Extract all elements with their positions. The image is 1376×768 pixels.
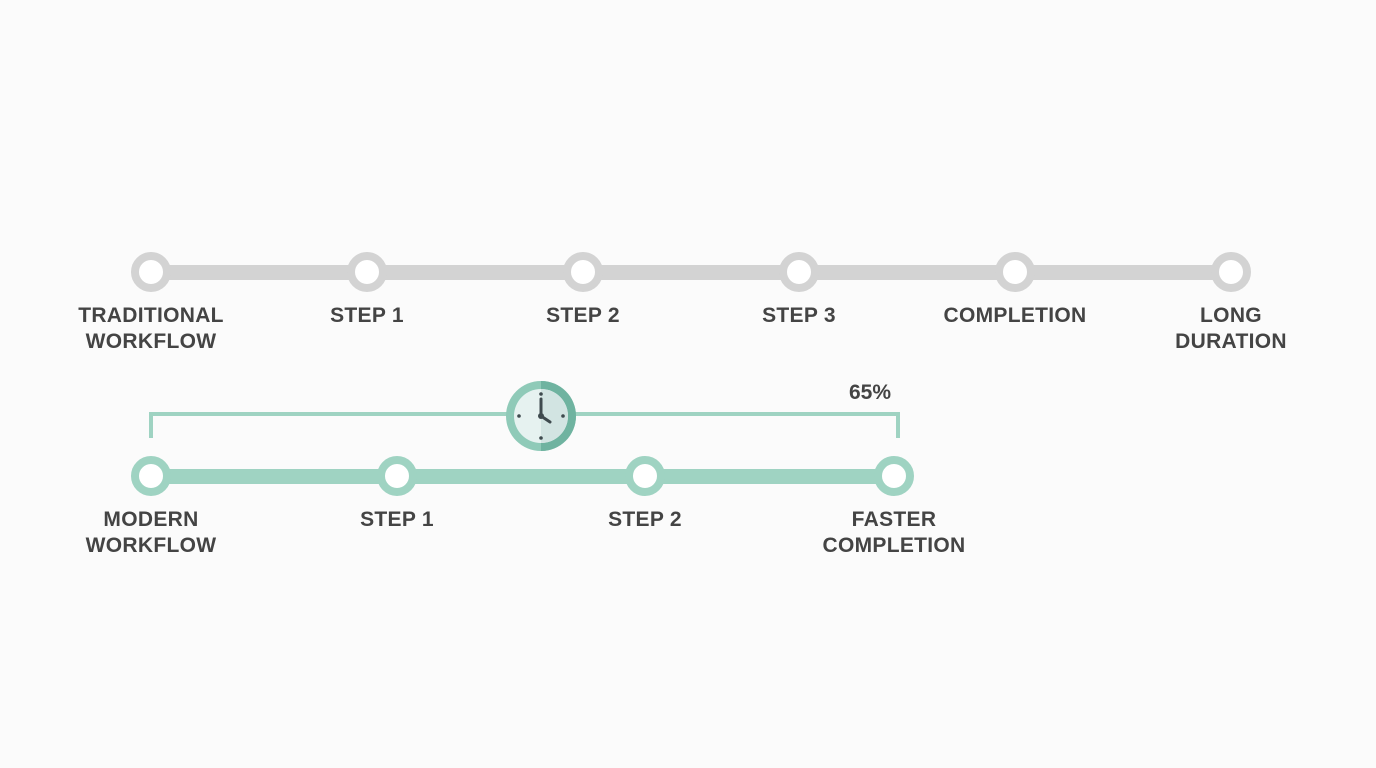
label-line: WORKFLOW <box>85 534 217 557</box>
traditional-node-step-3 <box>779 252 819 292</box>
modern-node-completion <box>874 456 914 496</box>
traditional-label-step-1: STEP 1 <box>330 303 404 329</box>
label-line: MODERN <box>103 508 199 531</box>
traditional-node-completion <box>995 252 1035 292</box>
label-line: COMPLETION <box>822 534 966 557</box>
label-line: STEP 2 <box>608 508 682 531</box>
label-line: STEP 1 <box>360 508 434 531</box>
label-line: WORKFLOW <box>85 330 217 353</box>
label-line: TRADITIONAL <box>78 304 224 327</box>
traditional-node-step-1 <box>347 252 387 292</box>
modern-label-step-2: STEP 2 <box>608 507 682 533</box>
modern-workflow-track <box>151 469 894 484</box>
label-line: DURATION <box>1175 330 1287 353</box>
traditional-workflow-track <box>151 265 1231 280</box>
label-line: FASTER <box>851 508 937 531</box>
traditional-node-start <box>131 252 171 292</box>
time-savings-percent: 65% <box>848 381 892 404</box>
traditional-label-step-2: STEP 2 <box>546 303 620 329</box>
traditional-label-start: TRADITIONAL WORKFLOW <box>78 303 224 355</box>
modern-node-step-2 <box>625 456 665 496</box>
modern-label-start: MODERN WORKFLOW <box>86 507 217 559</box>
modern-node-start <box>131 456 171 496</box>
label-line: STEP 1 <box>330 304 404 327</box>
traditional-node-end <box>1211 252 1251 292</box>
modern-label-faster-completion: FASTER COMPLETION <box>823 507 966 559</box>
traditional-label-long-duration: LONG DURATION <box>1175 303 1287 355</box>
traditional-node-step-2 <box>563 252 603 292</box>
traditional-label-step-3: STEP 3 <box>762 303 836 329</box>
traditional-label-completion: COMPLETION <box>944 303 1087 329</box>
modern-label-step-1: STEP 1 <box>360 507 434 533</box>
label-line: STEP 3 <box>762 304 836 327</box>
modern-node-step-1 <box>377 456 417 496</box>
label-line: LONG <box>1200 304 1262 327</box>
clock-icon <box>506 381 576 451</box>
label-line: STEP 2 <box>546 304 620 327</box>
label-line: COMPLETION <box>943 304 1087 327</box>
